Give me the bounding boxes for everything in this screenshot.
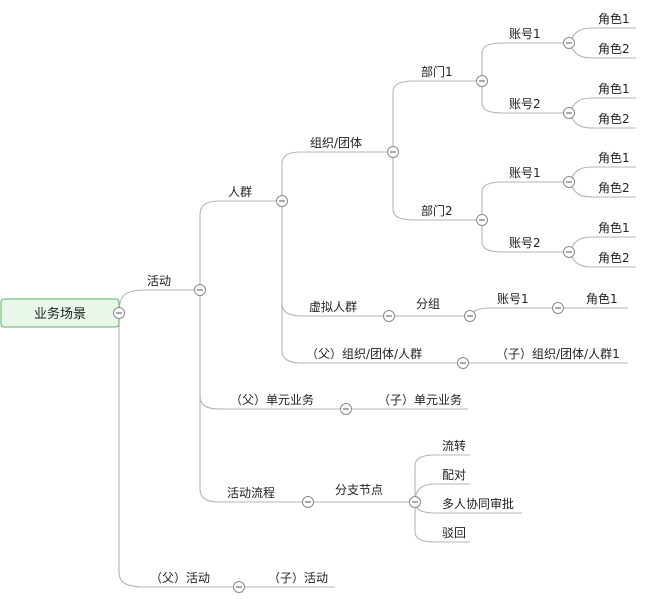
- node-dept1[interactable]: 部门1: [421, 64, 453, 79]
- node-activity[interactable]: 活动: [147, 274, 171, 288]
- edge-org-dept1: [392, 80, 416, 152]
- edge-dept2-acc2: [481, 220, 503, 253]
- collapse-toggle-org[interactable]: [387, 146, 399, 158]
- collapse-toggle-d1-acc1[interactable]: [563, 37, 575, 49]
- edge-activity-flow: [199, 290, 221, 503]
- edge-crowd-parent-org: [281, 201, 303, 364]
- edge-dept1-acc1: [481, 42, 503, 81]
- node-role1-d[interactable]: 角色1: [598, 221, 630, 235]
- node-role1-c[interactable]: 角色1: [598, 151, 630, 165]
- node-child-activity[interactable]: （子）活动: [268, 571, 328, 585]
- collapse-toggle-dept2[interactable]: [476, 214, 488, 226]
- node-grouping[interactable]: 分组: [416, 297, 440, 311]
- node-v-account1[interactable]: 账号1: [497, 292, 529, 306]
- node-crowd[interactable]: 人群: [228, 185, 252, 199]
- collapse-toggle-crowd[interactable]: [276, 195, 288, 207]
- collapse-toggle-parent-unit[interactable]: [340, 403, 352, 415]
- node-parent-org[interactable]: （父）组织/团体/人群: [306, 347, 422, 361]
- node-virtual-crowd[interactable]: 虚拟人群: [309, 300, 357, 314]
- collapse-toggle-v-account[interactable]: [552, 302, 564, 314]
- node-child-unit[interactable]: （子）单元业务: [378, 392, 462, 407]
- collapse-toggle-parent-activity[interactable]: [233, 581, 245, 593]
- edge-branch-reject: [414, 502, 436, 543]
- node-role2-c[interactable]: 角色2: [598, 181, 630, 195]
- collapse-toggle-grouping[interactable]: [464, 310, 476, 322]
- collapse-toggle-d2-acc1[interactable]: [563, 176, 575, 188]
- root-node[interactable]: 业务场景: [0, 298, 120, 328]
- collapse-toggle-root[interactable]: [113, 307, 125, 319]
- node-role2-d[interactable]: 角色2: [598, 251, 630, 265]
- node-flow-transfer[interactable]: 流转: [442, 438, 466, 453]
- edge-crowd-virtual: [281, 201, 303, 317]
- node-role2-a[interactable]: 角色2: [598, 42, 630, 56]
- node-parent-activity[interactable]: （父）活动: [150, 571, 210, 585]
- node-reject[interactable]: 驳回: [442, 526, 466, 540]
- node-branch-node[interactable]: 分支节点: [335, 483, 383, 497]
- edge-org-dept2: [392, 152, 416, 221]
- collapse-toggle-virtual[interactable]: [383, 310, 395, 322]
- node-child-org[interactable]: （子）组织/团体/人群1: [496, 347, 620, 361]
- collapse-toggle-activity-flow[interactable]: [302, 496, 314, 508]
- edge-root-parent-activity: [118, 313, 146, 588]
- edge-dept2-acc1: [481, 181, 503, 220]
- collapse-toggle-dept1[interactable]: [476, 75, 488, 87]
- root-label: 业务场景: [34, 306, 86, 322]
- collapse-toggle-d1-acc2[interactable]: [563, 107, 575, 119]
- node-role1-a[interactable]: 角色1: [598, 12, 630, 26]
- collapse-toggle-branch-node[interactable]: [409, 496, 421, 508]
- node-org-group[interactable]: 组织/团体: [310, 136, 362, 150]
- edge-activity-parent-unit: [199, 290, 221, 410]
- edge-dept1-acc2: [481, 81, 503, 114]
- edge-crowd-org: [281, 151, 303, 201]
- node-pairing[interactable]: 配对: [442, 468, 466, 482]
- node-d2-account2[interactable]: 账号2: [509, 236, 541, 250]
- collapse-toggle-parent-org[interactable]: [457, 357, 469, 369]
- node-d1-account1[interactable]: 账号1: [509, 27, 541, 41]
- node-role2-b[interactable]: 角色2: [598, 112, 630, 126]
- node-role1-b[interactable]: 角色1: [598, 82, 630, 96]
- edge-activity-crowd: [199, 200, 221, 290]
- node-d1-account2[interactable]: 账号2: [509, 97, 541, 111]
- collapse-toggle-d2-acc2[interactable]: [563, 246, 575, 258]
- node-d2-account1[interactable]: 账号1: [509, 166, 541, 180]
- collapse-toggle-activity[interactable]: [194, 284, 206, 296]
- node-multi-approve[interactable]: 多人协同审批: [442, 496, 514, 511]
- node-dept2[interactable]: 部门2: [421, 203, 453, 218]
- edge-branch-flow: [414, 454, 436, 502]
- node-activity-flow[interactable]: 活动流程: [227, 485, 275, 500]
- node-parent-unit[interactable]: （父）单元业务: [230, 392, 314, 407]
- node-v-role1[interactable]: 角色1: [586, 292, 618, 306]
